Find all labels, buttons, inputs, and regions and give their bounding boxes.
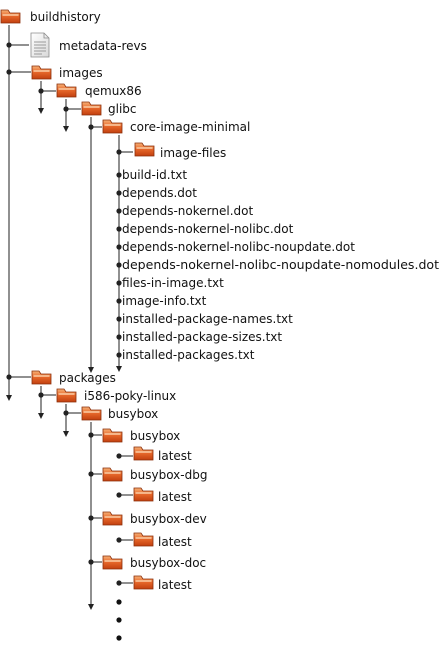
continuation-ellipsis	[116, 599, 122, 641]
node-label: busybox-doc	[130, 556, 206, 570]
folder-icon	[81, 406, 102, 421]
node-label: busybox	[130, 429, 180, 443]
tree-node-busybox-doc-latest[interactable]: latest	[133, 575, 192, 592]
tree-node-i586-poky-linux[interactable]: i586-poky-linux	[56, 388, 176, 403]
node-label: buildhistory	[30, 10, 101, 24]
node-label: busybox	[108, 407, 158, 421]
node-label: latest	[158, 578, 192, 592]
tree-node-files-in-image-txt[interactable]: files-in-image.txt	[122, 276, 224, 290]
folder-icon	[102, 555, 123, 570]
tree-node-image-info-txt[interactable]: image-info.txt	[122, 294, 207, 308]
node-label: busybox-dev	[130, 512, 207, 526]
connector-lines	[6, 25, 133, 610]
tree-node-packages[interactable]: packages	[31, 370, 116, 385]
tree-node-build-id-txt[interactable]: build-id.txt	[122, 168, 187, 182]
folder-icon	[31, 370, 52, 385]
node-label: latest	[158, 490, 192, 504]
tree-node-busybox[interactable]: busybox	[102, 428, 180, 443]
tree-node-core-image-minimal[interactable]: core-image-minimal	[102, 119, 250, 134]
folder-icon	[133, 532, 154, 547]
folder-icon	[56, 83, 77, 98]
tree-node-installed-package-sizes-txt[interactable]: installed-package-sizes.txt	[122, 330, 282, 344]
folder-icon	[56, 388, 77, 403]
folder-icon	[102, 119, 123, 134]
tree-node-depends-nokernel-nolibc-noupdate-nomodules-dot[interactable]: depends-nokernel-nolibc-noupdate-nomodul…	[122, 258, 439, 272]
node-label: image-files	[160, 146, 226, 160]
node-label: i586-poky-linux	[84, 389, 176, 403]
tree-node-depends-nokernel-nolibc-dot[interactable]: depends-nokernel-nolibc.dot	[122, 222, 294, 236]
tree-node-installed-package-names-txt[interactable]: installed-package-names.txt	[122, 312, 293, 326]
tree-node-metadata-revs[interactable]: metadata-revs	[30, 32, 147, 58]
tree-node-busybox-dev[interactable]: busybox-dev	[102, 511, 207, 526]
tree-node-busybox-latest[interactable]: latest	[133, 446, 192, 463]
folder-icon	[133, 487, 154, 502]
document-icon	[30, 32, 50, 58]
folder-icon	[102, 467, 123, 482]
tree-node-installed-packages-txt[interactable]: installed-packages.txt	[122, 348, 255, 362]
tree-node-images[interactable]: images	[31, 65, 103, 80]
tree-node-busybox-dbg-latest[interactable]: latest	[133, 487, 192, 504]
folder-icon	[133, 575, 154, 590]
tree-node-busybox-doc[interactable]: busybox-doc	[102, 555, 206, 570]
node-label: qemux86	[85, 84, 142, 98]
tree-node-glibc[interactable]: glibc	[81, 101, 137, 116]
node-label: packages	[59, 371, 116, 385]
tree-node-buildhistory[interactable]: buildhistory	[0, 9, 101, 24]
tree-node-depends-nokernel-nolibc-noupdate-dot[interactable]: depends-nokernel-nolibc-noupdate.dot	[122, 240, 355, 254]
tree-node-busybox-group[interactable]: busybox	[81, 406, 158, 421]
node-label: latest	[158, 449, 192, 463]
tree-node-image-files[interactable]: image-files	[134, 142, 226, 160]
folder-icon	[102, 428, 123, 443]
folder-icon	[0, 9, 21, 24]
node-label: metadata-revs	[59, 39, 147, 53]
tree-node-depends-nokernel-dot[interactable]: depends-nokernel.dot	[122, 204, 253, 218]
folder-icon	[133, 446, 154, 461]
tree-node-depends-dot[interactable]: depends.dot	[122, 186, 197, 200]
tree-node-qemux86[interactable]: qemux86	[56, 83, 142, 98]
node-label: images	[59, 66, 103, 80]
folder-icon	[81, 101, 102, 116]
folder-icon	[134, 142, 155, 157]
node-label: core-image-minimal	[130, 120, 250, 134]
folder-icon	[102, 511, 123, 526]
tree-node-busybox-dbg[interactable]: busybox-dbg	[102, 467, 207, 482]
node-label: busybox-dbg	[130, 468, 207, 482]
folder-icon	[31, 65, 52, 80]
tree-node-busybox-dev-latest[interactable]: latest	[133, 532, 192, 549]
node-label: glibc	[108, 102, 137, 116]
node-label: latest	[158, 535, 192, 549]
